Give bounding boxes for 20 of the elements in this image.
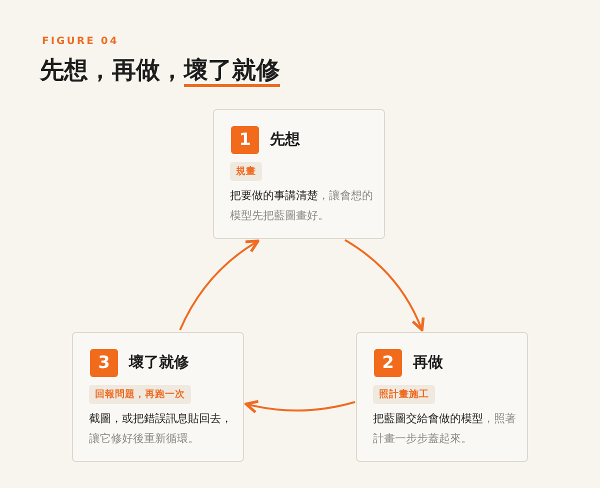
tag-label: 回報問題，再跑一次 xyxy=(89,385,191,404)
step-description: 把藍圖交給會做的模型，照著計畫一步步蓋起來。 xyxy=(373,411,517,447)
arrow xyxy=(244,400,356,414)
step-number-badge: 1 xyxy=(231,126,259,154)
arrow xyxy=(179,240,260,330)
step-description: 截圖，或把錯誤訊息貼回去，讓它修好後重新循環。 xyxy=(89,411,233,447)
step-card xyxy=(356,332,528,462)
step-number-badge: 3 xyxy=(90,349,118,377)
tag-label: 照計畫施工 xyxy=(373,385,435,404)
figure-label: FIGURE 04 xyxy=(42,36,119,47)
step-number-badge: 2 xyxy=(374,349,402,377)
figure-title: 先想，再做，壞了就修 xyxy=(40,55,280,86)
step-heading: 壞了就修 xyxy=(129,353,189,372)
step-description: 把要做的事講清楚，讓會想的模型先把藍圖畫好。 xyxy=(230,188,374,224)
arrow xyxy=(344,239,424,332)
step-heading: 先想 xyxy=(270,130,300,149)
step-card xyxy=(213,109,385,239)
step-card xyxy=(72,332,244,462)
tag-label: 規畫 xyxy=(230,162,262,181)
step-heading: 再做 xyxy=(413,353,443,372)
